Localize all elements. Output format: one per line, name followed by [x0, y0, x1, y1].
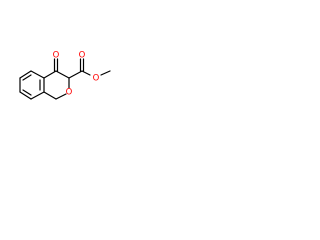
bond-o2-c1 — [55, 93, 67, 100]
bond-c1-c8a — [43, 91, 57, 100]
bond-benzene-double-3 — [22, 89, 32, 96]
bond-ester-c-o-single — [81, 70, 91, 76]
bond-benzene-4 — [30, 91, 45, 100]
structure-canvas: O O O O — [0, 0, 152, 152]
molecule-structure: O O O O — [19, 51, 111, 100]
ester-carbonyl-oxygen-label: O — [79, 51, 86, 61]
bond-benzene-2 — [30, 70, 45, 79]
bond-benzene-double-1 — [22, 74, 32, 81]
bond-benzene-1 — [19, 70, 32, 79]
ketone-oxygen-label: O — [53, 51, 60, 61]
bond-benzene-5 — [19, 91, 32, 100]
bond-c4a-c4 — [43, 70, 57, 79]
bond-c4-c3 — [55, 70, 70, 79]
bond-ester-o-methyl — [100, 70, 111, 76]
ring-oxygen-label: O — [66, 88, 73, 98]
ester-ether-oxygen-label: O — [93, 74, 100, 84]
bond-c3-ester-carbon — [68, 70, 83, 79]
